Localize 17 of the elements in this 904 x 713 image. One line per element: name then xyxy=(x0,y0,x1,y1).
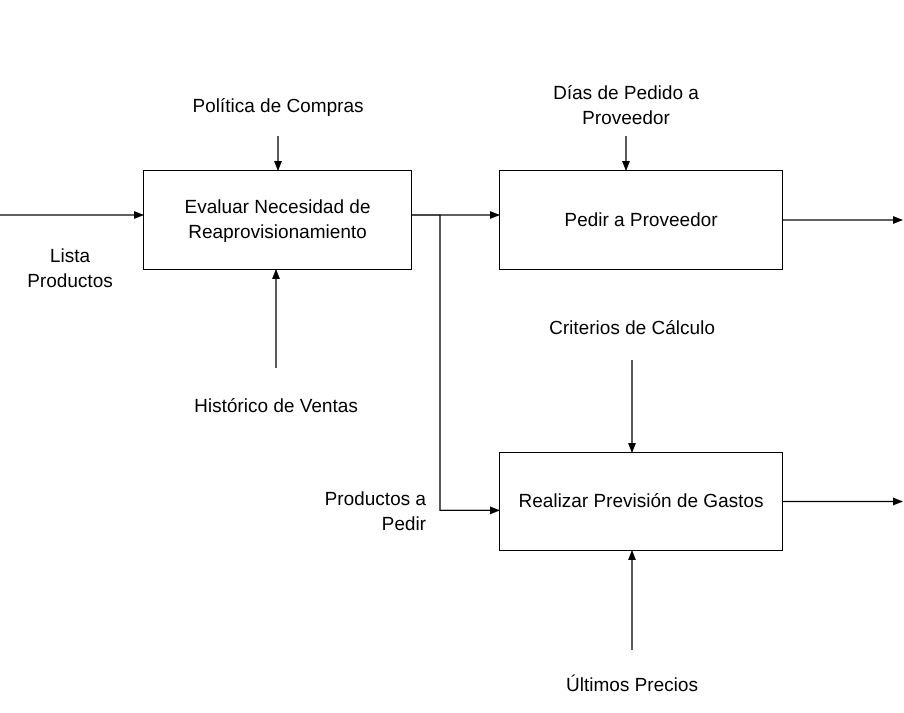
input-label: Política de Compras xyxy=(188,78,368,134)
process-box: Evaluar Necesidad de Reaprovisionamiento xyxy=(143,170,412,270)
arrow xyxy=(628,360,636,453)
arrow xyxy=(622,136,630,171)
input-label: Histórico de Ventas xyxy=(186,376,366,436)
input-label: Días de Pedido a Proveedor xyxy=(516,78,736,134)
arrow xyxy=(274,136,282,171)
input-label: Últimos Precios xyxy=(542,658,722,712)
arrow xyxy=(412,214,500,514)
arrow xyxy=(783,498,903,506)
arrow xyxy=(628,550,636,650)
arrow xyxy=(272,269,280,368)
process-box: Pedir a Proveedor xyxy=(499,170,783,270)
arrow xyxy=(783,216,903,224)
arrow xyxy=(0,211,144,219)
process-box: Realizar Previsión de Gastos xyxy=(499,452,783,551)
input-label: Criterios de Cálculo xyxy=(542,298,722,358)
